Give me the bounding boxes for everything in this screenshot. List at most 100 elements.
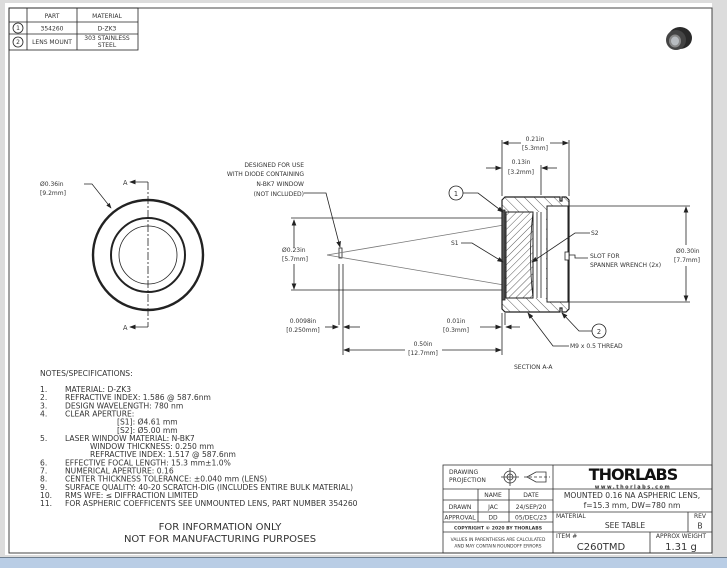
note-number: 1. [40, 385, 47, 394]
drawing-title-line2: f=15.3 mm, DW=780 nm [584, 501, 681, 510]
values-note-line2: AND MAY CONTAIN ROUNDOFF ERRORS [454, 544, 541, 550]
bore-diameter-in: Ø0.30in [676, 248, 700, 255]
window-note-line4: (NOT INCLUDED) [254, 191, 304, 198]
note-text: DESIGN WAVELENGTH: 780 nm [65, 401, 183, 410]
drawing-border [8, 7, 713, 554]
note-text: RMS WFE: ≤ DIFFRACTION LIMITED [65, 491, 198, 500]
approval-date: 05/DEC/23 [515, 515, 547, 522]
section-title: SECTION A-A [514, 364, 553, 371]
projection-cone-icon [524, 471, 550, 483]
gap-in: 0.01in [447, 318, 466, 325]
outer-diameter-mm: [9.2mm] [40, 190, 66, 197]
disclaimer-line2: NOT FOR MANUFACTURING PURPOSES [124, 534, 316, 545]
note-text: EFFECTIVE FOCAL LENGTH: 15.3 mm±1.0% [65, 458, 231, 467]
note-number: 2. [40, 393, 47, 402]
rev-value: B [697, 522, 702, 531]
surface-s2-label: S2 [591, 230, 599, 237]
note-text: SURFACE QUALITY: 40-20 SCRATCH-DIG (INCL… [65, 483, 353, 492]
note-number: 11. [40, 499, 52, 508]
name-header: NAME [484, 492, 502, 499]
window-thickness-mm: [0.250mm] [286, 327, 320, 334]
note-text: NUMERICAL APERTURE: 0.16 [65, 467, 174, 476]
projection-label-2: PROJECTION [449, 477, 486, 484]
balloon-2: 2 [597, 328, 601, 336]
disclaimer-line1: FOR INFORMATION ONLY [159, 522, 283, 533]
aperture-diameter-in: Ø0.23in [282, 247, 306, 254]
length-in: 0.21in [526, 136, 545, 143]
note-number: 3. [40, 401, 47, 410]
note-text: CLEAR APERTURE: [65, 409, 134, 418]
part-1-material: D-ZK3 [98, 26, 117, 33]
window-note-line1: DESIGNED FOR USE [244, 162, 304, 169]
note-number: 7. [40, 467, 47, 476]
balloon-1: 1 [454, 190, 458, 198]
note-number: 10. [40, 491, 52, 500]
note-number: 5. [40, 434, 47, 443]
item-label: ITEM # [556, 533, 577, 540]
section-label-bottom: A [123, 324, 128, 332]
material-label: MATERIAL [556, 513, 586, 520]
part-2-material-line2: STEEL [98, 42, 117, 49]
part-2-material-line1: 303 STAINLESS [84, 35, 130, 42]
weight-label: APPROX WEIGHT [656, 533, 707, 540]
parts-header-material: MATERIAL [92, 13, 122, 20]
distance-mm: [12.7mm] [408, 350, 438, 357]
thorlabs-logo: THORLABS [589, 465, 678, 484]
window-note-line3: N-BK7 WINDOW [256, 181, 304, 188]
approval-name: DD [488, 515, 498, 522]
section-label-top: A [123, 179, 128, 187]
note-text: CENTER THICKNESS TOLERANCE: ±0.040 mm (L… [65, 475, 267, 484]
part-2-name: LENS MOUNT [32, 39, 72, 46]
drawn-name: JAC [487, 504, 498, 511]
note-text: REFRACTIVE INDEX: 1.517 @ 587.6nm [90, 450, 236, 459]
thread-length-in: 0.13in [512, 159, 531, 166]
drawing-title-line1: MOUNTED 0.16 NA ASPHERIC LENS, [564, 491, 700, 500]
item-value: C260TMD [577, 542, 626, 553]
copyright: COPYRIGHT © 2020 BY THORLABS [454, 526, 542, 532]
material-value: SEE TABLE [605, 521, 646, 530]
drawn-date: 24/SEP/20 [516, 504, 547, 511]
bore-diameter-mm: [7.7mm] [674, 257, 700, 264]
first-angle-projection-icon [501, 468, 519, 486]
surface-s1-label: S1 [451, 240, 459, 247]
weight-value: 1.31 g [665, 542, 697, 553]
gap-mm: [0.3mm] [443, 327, 469, 334]
front-view [84, 179, 205, 330]
note-text: REFRACTIVE INDEX: 1.586 @ 587.6nm [65, 393, 211, 402]
note-number: 9. [40, 483, 47, 492]
section-view [291, 140, 690, 355]
window-note-line2: WITH DIODE CONTAINING [227, 171, 304, 178]
part-balloon-1: 1 [16, 25, 20, 32]
slot-note-line1: SLOT FOR [590, 253, 620, 260]
outer-diameter-in: Ø0.36in [40, 181, 64, 188]
note-number: 6. [40, 458, 47, 467]
note-text: WINDOW THICKNESS: 0.250 mm [90, 442, 214, 451]
length-mm: [5.3mm] [522, 145, 548, 152]
note-number: 4. [40, 409, 47, 418]
parts-header-part: PART [45, 13, 60, 20]
thread-length-mm: [3.2mm] [508, 169, 534, 176]
note-text: [S2]: Ø5.00 mm [117, 426, 178, 435]
rev-label: REV [694, 513, 707, 520]
parts-table [8, 7, 139, 51]
aperture-diameter-mm: [5.7mm] [282, 256, 308, 263]
viewer-status-bar [0, 557, 727, 568]
title-block [442, 464, 713, 554]
notes-specifications: NOTES/SPECIFICATIONS: 1.MATERIAL: D-ZK32… [40, 369, 358, 508]
distance-in: 0.50in [414, 341, 433, 348]
projection-label-1: DRAWING [449, 469, 479, 476]
part-balloon-2: 2 [16, 39, 20, 46]
thread-note: M9 x 0.5 THREAD [570, 343, 623, 350]
drawn-label: DRAWN [449, 504, 472, 511]
thorlabs-website: www.thorlabs.com [595, 485, 671, 491]
part-1-number: 354260 [41, 26, 64, 33]
window-thickness-in: 0.0098in [290, 318, 317, 325]
approval-label: APPROVAL [444, 515, 476, 522]
note-text: MATERIAL: D-ZK3 [65, 385, 131, 394]
slot-note-line2: SPANNER WRENCH (2x) [590, 262, 661, 269]
note-text: [S1]: Ø4.61 mm [117, 418, 178, 427]
date-header: DATE [523, 492, 539, 499]
note-text: LASER WINDOW MATERIAL: N-BK7 [65, 434, 195, 443]
product-thumbnail [666, 27, 692, 50]
